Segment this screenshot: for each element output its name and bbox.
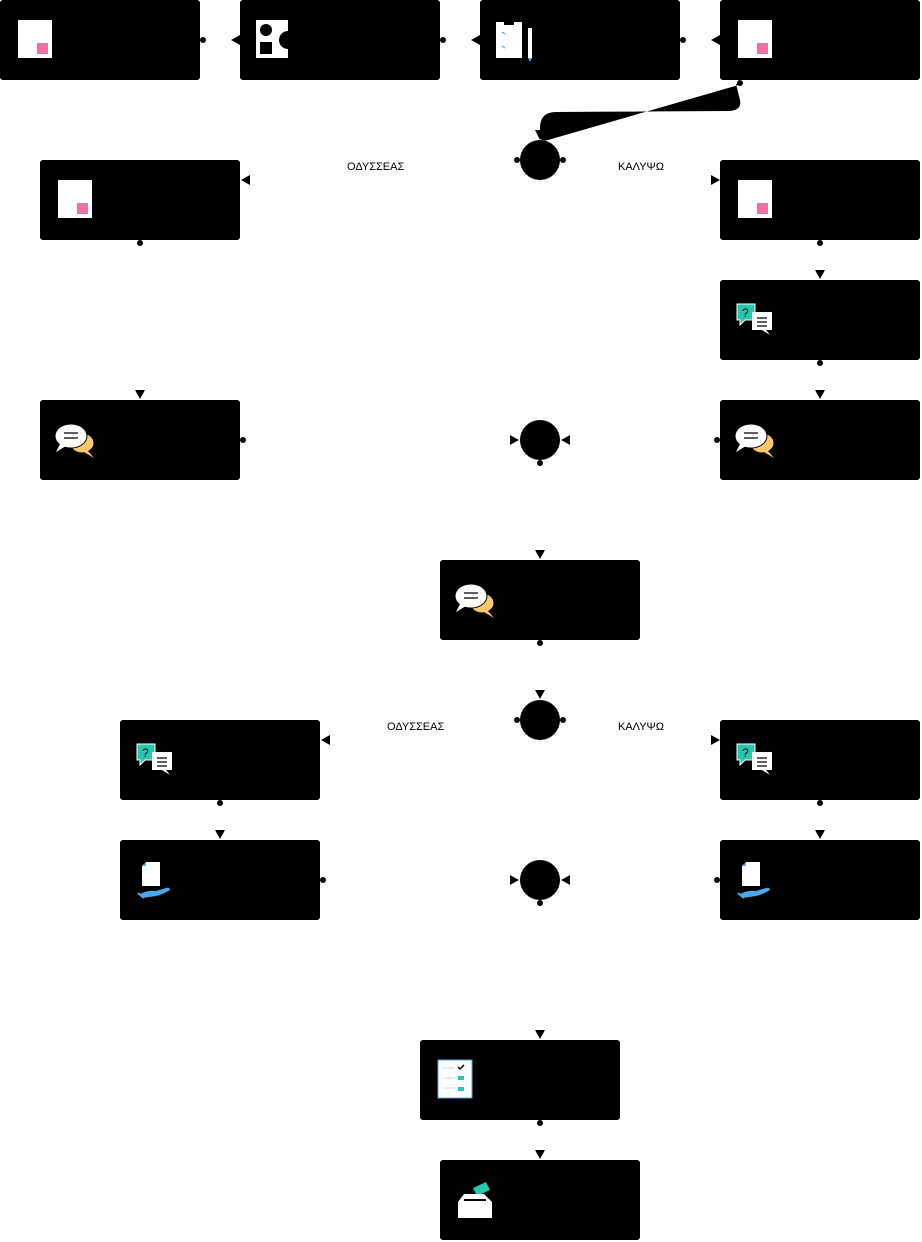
chat-bubbles-icon: [734, 423, 775, 458]
document-pink-icon: [738, 20, 772, 58]
node-14[interactable]: [720, 840, 920, 920]
edge-g2-n10: [535, 460, 545, 559]
node-2[interactable]: [240, 0, 440, 80]
edge-g4-n15: [535, 900, 545, 1039]
edge-n2-n3: [440, 35, 480, 45]
edge-label-g3-right: ΚΑΛΥΨΩ: [618, 721, 664, 733]
node-6[interactable]: [720, 160, 920, 240]
node-7[interactable]: ?: [720, 280, 920, 360]
hand-document-icon: [137, 862, 170, 899]
svg-text:?: ?: [742, 306, 749, 320]
node-9[interactable]: [720, 400, 920, 480]
gateways: [520, 140, 560, 900]
gateway-join-2[interactable]: [520, 860, 560, 900]
edge-label-g1-left: ΟΔΥΣΣΕΑΣ: [347, 161, 404, 173]
edge-n13-g4: [320, 875, 519, 885]
edge-n10-g3: [535, 640, 545, 699]
edge-n1-n2: [200, 35, 240, 45]
chat-bubbles-icon: [54, 423, 95, 458]
checklist-icon: [437, 1059, 473, 1099]
edge-g3-n12: [560, 717, 720, 745]
edges: [135, 35, 825, 1159]
shapes-icon: [256, 20, 297, 58]
edge-n11-n13: [215, 800, 225, 839]
edge-n4-g1: [535, 80, 743, 141]
node-5[interactable]: [40, 160, 240, 240]
edge-g3-n11: [321, 717, 520, 745]
document-pink-icon: [58, 180, 92, 218]
svg-text:?: ?: [742, 746, 749, 760]
node-4[interactable]: [720, 0, 920, 80]
node-11[interactable]: ?: [120, 720, 320, 800]
node-8[interactable]: [40, 400, 240, 480]
question-chat-icon: ?: [136, 743, 172, 775]
node-15[interactable]: [420, 1040, 620, 1120]
gateway-split-1[interactable]: [520, 140, 560, 180]
hand-document-icon: [737, 862, 770, 899]
edge-n14-g4: [561, 875, 720, 885]
gateway-split-2[interactable]: [520, 700, 560, 740]
edge-n9-g2: [561, 435, 720, 445]
svg-text:?: ?: [142, 746, 149, 760]
edge-n12-n14: [815, 800, 825, 839]
edge-label-g3-left: ΟΔΥΣΣΕΑΣ: [387, 721, 444, 733]
edge-labels: ΟΔΥΣΣΕΑΣ ΚΑΛΥΨΩ ΟΔΥΣΣΕΑΣ ΚΑΛΥΨΩ: [347, 161, 664, 733]
edge-n6-n7: [815, 240, 825, 279]
edge-n8-g2: [240, 435, 519, 445]
node-13[interactable]: [120, 840, 320, 920]
edge-n3-n4: [680, 35, 720, 45]
document-pink-icon: [738, 180, 772, 218]
node-3[interactable]: [480, 0, 680, 80]
question-chat-icon: ?: [736, 743, 772, 775]
gateway-join-1[interactable]: [520, 420, 560, 460]
document-pink-icon: [18, 20, 52, 58]
node-12[interactable]: ?: [720, 720, 920, 800]
edge-g1-n6: [560, 157, 720, 185]
ballot-box-icon: [458, 1182, 492, 1218]
edge-n15-n16: [535, 1120, 545, 1159]
edge-g1-n5: [241, 157, 520, 185]
node-1[interactable]: [0, 0, 200, 80]
chat-bubbles-icon: [454, 583, 495, 618]
edge-n5-n8: [135, 240, 145, 399]
question-chat-icon: ?: [736, 303, 772, 335]
edge-label-g1-right: ΚΑΛΥΨΩ: [618, 161, 664, 173]
node-10[interactable]: [440, 560, 640, 640]
clipboard-pencil-icon: [496, 20, 532, 62]
edge-n7-n9: [815, 360, 825, 399]
node-16[interactable]: [440, 1160, 640, 1240]
